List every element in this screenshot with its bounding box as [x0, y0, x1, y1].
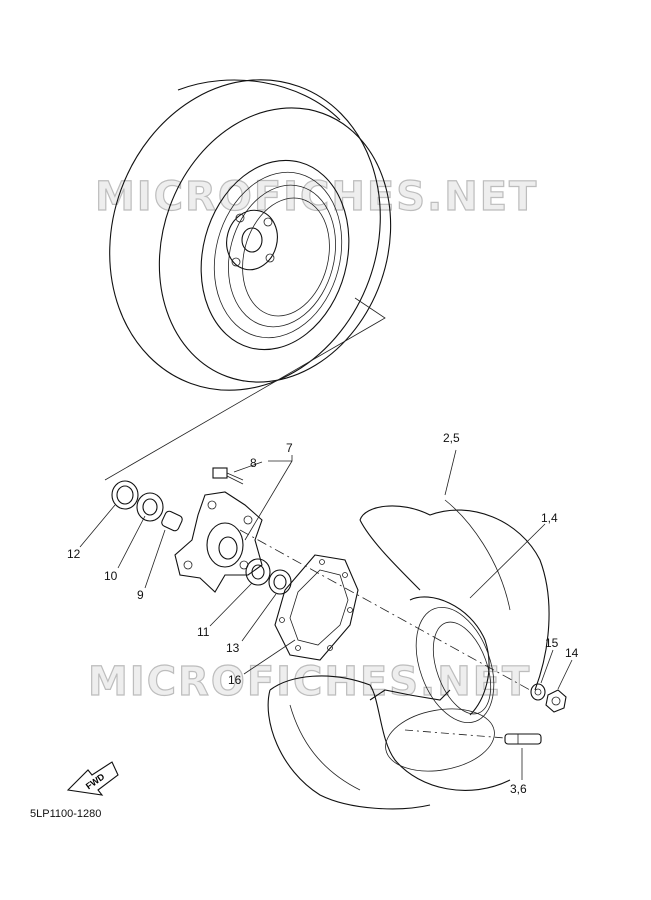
callout-8: 8 — [250, 456, 257, 470]
leader-lines — [79, 449, 573, 780]
callout-3-6: 3,6 — [510, 782, 527, 796]
watermark-bottom: MICROFICHES.NET — [88, 659, 531, 705]
callout-16: 16 — [228, 673, 242, 687]
callout-1-4: 1,4 — [541, 511, 558, 525]
exploded-hub-parts — [111, 467, 531, 691]
callout-9: 9 — [137, 588, 144, 602]
callout-10: 10 — [104, 569, 118, 583]
callout-14: 14 — [565, 646, 579, 660]
watermark-top: MICROFICHES.NET — [95, 174, 538, 220]
diagram-code: 5LP1100-1280 — [30, 808, 102, 820]
fwd-label: FWD — [84, 771, 107, 791]
assembled-wheel-illustration — [104, 79, 392, 481]
exploded-wheel-illustration — [267, 499, 567, 810]
callout-12: 12 — [67, 547, 81, 561]
callout-11: 11 — [197, 625, 210, 639]
callout-15: 15 — [545, 636, 559, 650]
callout-7: 7 — [286, 441, 293, 455]
fwd-arrow-icon: FWD — [66, 761, 119, 796]
callout-13: 13 — [226, 641, 240, 655]
callout-2-5: 2,5 — [443, 431, 460, 445]
